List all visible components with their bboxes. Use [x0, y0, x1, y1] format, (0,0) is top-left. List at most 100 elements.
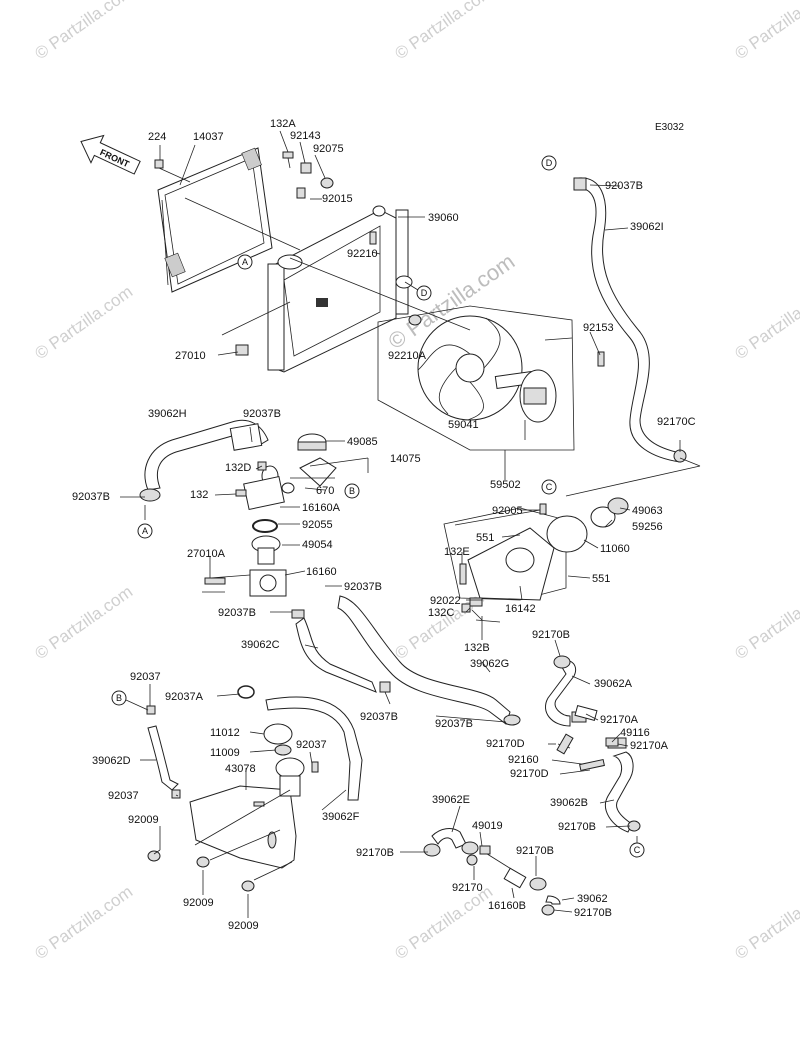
diagram-code: E3032 — [655, 122, 684, 133]
watermark: © Partzilla.com — [31, 282, 136, 363]
ref-markers: A D D A B C B C — [111, 155, 645, 858]
hose-39062b — [605, 737, 641, 833]
hose-39062i — [573, 177, 687, 463]
part-label: 92170D — [486, 738, 525, 750]
part-label: 92153 — [583, 322, 614, 334]
part-label: 92170B — [558, 821, 596, 833]
part-label: 39062D — [92, 755, 131, 767]
part-label: 132B — [464, 642, 490, 654]
ref-marker-a: A — [142, 526, 148, 536]
part-label: 92022 — [430, 595, 461, 607]
part-label: 92037B — [435, 718, 473, 730]
part-label: 92143 — [290, 130, 321, 142]
part-label: 92037 — [296, 739, 327, 751]
part-label: 92005 — [492, 505, 523, 517]
part-label: 39062C — [241, 639, 280, 651]
part-label: 92170A — [630, 740, 669, 752]
part-label: 49019 — [472, 820, 503, 832]
hose-39062a — [545, 655, 587, 727]
part-label: 92170C — [657, 416, 696, 428]
part-label: 92037B — [605, 180, 643, 192]
part-label: 39062B — [550, 797, 588, 809]
part-labels: 224 14037 132A 92143 92075 92015 39060 9… — [72, 118, 696, 932]
part-label: 92170D — [510, 768, 549, 780]
part-label: 92170B — [516, 845, 554, 857]
watermark: © Partzilla.com — [391, 0, 496, 63]
part-label: 92170 — [452, 882, 483, 894]
part-label: 16142 — [505, 603, 536, 615]
radiator — [267, 205, 409, 373]
part-label: 551 — [476, 532, 494, 544]
part-label: 92009 — [228, 920, 259, 932]
part-label: 11009 — [210, 747, 240, 759]
part-label: 27010 — [175, 350, 206, 362]
part-label: 224 — [148, 131, 166, 143]
part-label: 92015 — [322, 193, 353, 205]
part-label: 39062I — [630, 221, 664, 233]
part-label: 670 — [316, 485, 334, 497]
part-label: 132A — [270, 118, 296, 130]
part-label: 11060 — [600, 543, 630, 555]
part-label: 92009 — [128, 814, 159, 826]
part-label: 39062 — [577, 893, 608, 905]
part-label: 16160B — [488, 900, 526, 912]
part-label: 551 — [592, 573, 610, 585]
part-label: 49054 — [302, 539, 333, 551]
hardware-top — [154, 151, 413, 356]
part-label: 92037 — [108, 790, 139, 802]
part-label: 59502 — [490, 479, 521, 491]
part-label: 39062F — [322, 811, 360, 823]
part-label: 92170B — [574, 907, 612, 919]
part-label: 92037B — [218, 607, 256, 619]
part-label: 92075 — [313, 143, 344, 155]
part-label: 27010A — [187, 548, 226, 560]
part-label: 39062H — [148, 408, 187, 420]
ref-marker-b: B — [349, 486, 355, 496]
bottom-hoses — [423, 828, 561, 916]
ref-marker-d: D — [546, 158, 553, 168]
part-label: 16160 — [306, 566, 337, 578]
ref-marker-c: C — [634, 845, 641, 855]
front-arrow-icon: FRONT — [80, 134, 141, 175]
part-label: 39062E — [432, 794, 470, 806]
ref-marker-b: B — [116, 693, 122, 703]
watermark: © Partzilla.com — [31, 882, 136, 963]
part-label: 59256 — [632, 521, 663, 533]
part-label: 92009 — [183, 897, 214, 909]
part-label: 92170B — [532, 629, 570, 641]
fan-assembly — [377, 305, 605, 451]
part-label: 39060 — [428, 212, 459, 224]
part-label: 16160A — [302, 502, 341, 514]
part-label: 132D — [225, 462, 251, 474]
ref-marker-c: C — [546, 482, 553, 492]
watermark: © Partzilla.com — [731, 0, 800, 63]
part-label: 14037 — [193, 131, 224, 143]
part-label: 92037B — [360, 711, 398, 723]
water-pump-group — [443, 497, 629, 623]
watermark: © Partzilla.com — [731, 582, 800, 663]
part-label: 132E — [444, 546, 470, 558]
ref-marker-d: D — [421, 288, 428, 298]
reservoir-group — [146, 685, 363, 892]
watermark: © Partzilla.com — [391, 882, 496, 963]
part-label: 92170B — [356, 847, 394, 859]
radiator-shroud — [157, 147, 273, 293]
part-label: 49116 — [620, 727, 650, 739]
part-label: 92210 — [347, 248, 378, 260]
part-label: 92037B — [72, 491, 110, 503]
part-label: 49063 — [632, 505, 663, 517]
part-label: 132C — [428, 607, 454, 619]
ref-marker-a: A — [242, 257, 248, 267]
part-label: 43078 — [225, 763, 256, 775]
watermark: © Partzilla.com — [31, 582, 136, 663]
part-label: 59041 — [448, 419, 479, 431]
part-label: 92170A — [600, 714, 639, 726]
part-label: 92037A — [165, 691, 204, 703]
watermark: © Partzilla.com — [731, 882, 800, 963]
part-label: 39062A — [594, 678, 633, 690]
part-label: 39062G — [470, 658, 509, 670]
part-label: 49085 — [347, 436, 378, 448]
watermark: © Partzilla.com — [31, 0, 136, 63]
